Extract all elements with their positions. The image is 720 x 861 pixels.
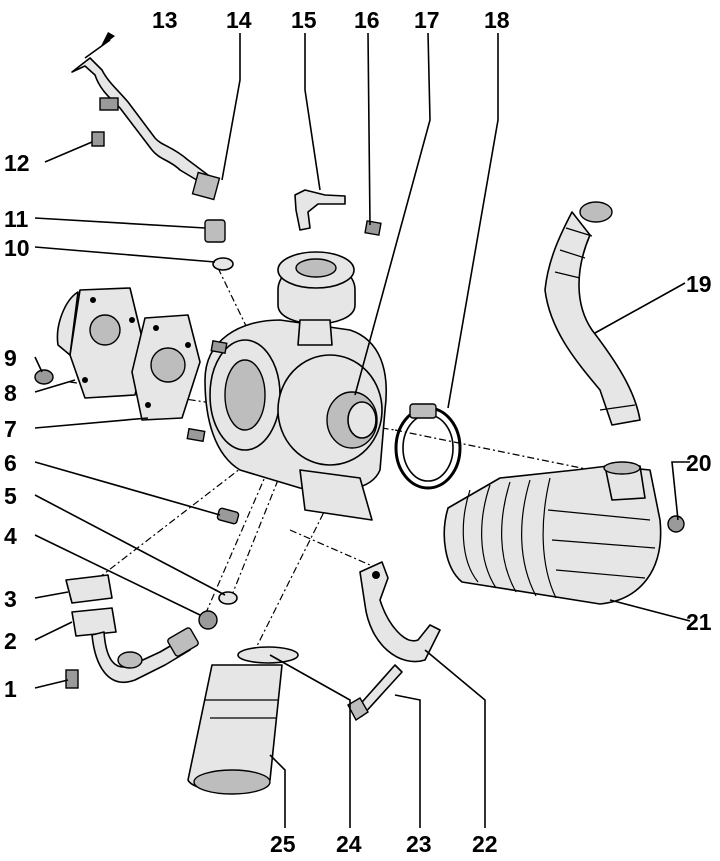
manifold-gasket	[131, 314, 201, 421]
callout-11: 11	[4, 206, 29, 232]
callout-21: 21	[686, 609, 712, 635]
callout-18: 18	[484, 7, 510, 33]
callout-1: 1	[4, 676, 17, 702]
callout-22: 22	[472, 831, 498, 857]
callout-9: 9	[4, 345, 17, 371]
callout-12: 12	[4, 150, 30, 176]
callout-24: 24	[336, 831, 362, 857]
callout-13: 13	[152, 7, 178, 33]
callout-3: 3	[4, 586, 17, 612]
callout-7: 7	[4, 416, 17, 442]
hose-clamp	[394, 403, 462, 490]
breather-hose	[544, 201, 641, 426]
callout-4: 4	[4, 523, 17, 549]
callout-6: 6	[4, 450, 17, 476]
charge-air-pipe	[443, 461, 685, 605]
leader-lines	[34, 32, 691, 828]
turbocharger	[186, 251, 388, 521]
callout-5: 5	[4, 483, 17, 509]
callout-10: 10	[4, 235, 30, 261]
callout-19: 19	[686, 271, 712, 297]
callout-17: 17	[414, 7, 440, 33]
callout-25: 25	[270, 831, 296, 857]
support-bracket	[347, 561, 441, 722]
callout-15: 15	[291, 7, 317, 33]
oil-supply-line	[71, 32, 221, 201]
callout-labels: 1 2 3 4 5 6 7 8 9 10 11 12 13 14 15 16 1…	[4, 7, 712, 857]
oil-return-line	[65, 507, 240, 689]
callout-14: 14	[226, 7, 252, 33]
callout-2: 2	[4, 628, 17, 654]
manifold-flange	[56, 287, 146, 399]
callout-8: 8	[4, 380, 17, 406]
small-fittings	[34, 131, 382, 385]
callout-23: 23	[406, 831, 432, 857]
downpipe	[187, 646, 299, 795]
callout-20: 20	[686, 450, 712, 476]
callout-16: 16	[354, 7, 380, 33]
